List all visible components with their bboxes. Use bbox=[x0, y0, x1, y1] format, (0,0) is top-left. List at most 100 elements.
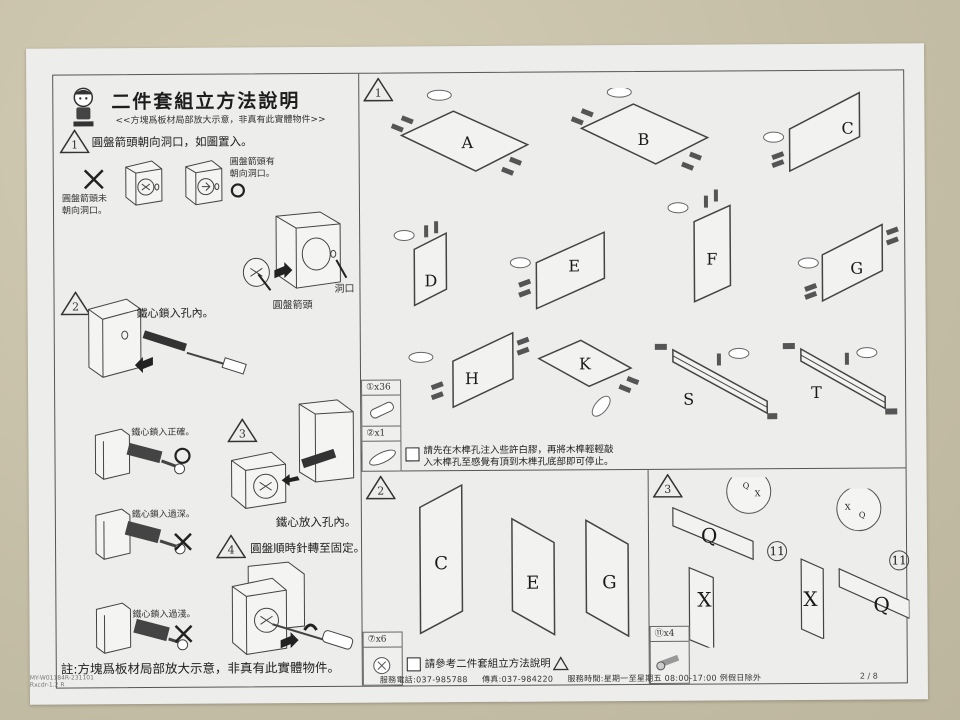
panel-2-badge: 2 bbox=[365, 475, 396, 500]
board-c bbox=[763, 91, 861, 173]
wrong-x-icon bbox=[174, 624, 193, 643]
hole-label: 洞口 bbox=[334, 283, 355, 295]
panel-g-upright bbox=[585, 519, 630, 638]
block-correct-illustration bbox=[185, 160, 223, 206]
screw-callout: 11 bbox=[889, 550, 910, 571]
service-phone: 服務電話:037-985788 bbox=[379, 675, 468, 685]
dowel-correct-illustration bbox=[94, 428, 186, 480]
camlock-tip-text: 請參考二件套組立方法說明 bbox=[424, 657, 551, 671]
dowel-icon bbox=[370, 401, 394, 419]
panel-e-upright bbox=[511, 517, 556, 636]
wrong-x-icon bbox=[174, 532, 192, 551]
disc-arrow-label: 圓盤箭頭 bbox=[272, 300, 313, 312]
screw-legend: ⑪x4 bbox=[649, 625, 690, 684]
cam-disc-illustration bbox=[242, 211, 348, 291]
board-g bbox=[797, 223, 899, 303]
sheet-frame: 二件套組立方法說明 <<方塊爲板材局部放大示意，非真有此實體物件>> 1 圓盤箭… bbox=[52, 69, 910, 689]
legend-screw-qty: ⑪x4 bbox=[650, 626, 689, 642]
bubble-label-x: X bbox=[844, 502, 851, 512]
service-footer: 服務電話:037-985788 傳真:037-984220 服務時間:星期一至星… bbox=[380, 672, 761, 685]
dowel-too-shallow-label: 鐵心鎖入過淺。 bbox=[132, 609, 196, 621]
dowel-insert-illustration bbox=[88, 298, 247, 378]
correct-o-icon bbox=[230, 183, 245, 198]
camlock-legend: ⑦x6 bbox=[362, 631, 403, 686]
board-b bbox=[570, 87, 710, 171]
bubble-label-x: X bbox=[754, 489, 761, 499]
step-1-dowel-panel: 1 A B C bbox=[359, 70, 906, 472]
correct-o-icon bbox=[174, 447, 191, 464]
rail-s bbox=[654, 343, 778, 420]
tip-icon bbox=[405, 447, 420, 462]
part-label-a: A bbox=[461, 133, 474, 153]
dowel-too-deep-illustration bbox=[95, 508, 186, 560]
page-title: 二件套組立方法說明 bbox=[111, 90, 301, 114]
dowel-correct-label: 鐵心鎖入正確。 bbox=[131, 427, 195, 439]
cam-tighten-illustration bbox=[231, 561, 354, 655]
part-label-x: X bbox=[803, 586, 818, 612]
tip-icon bbox=[406, 657, 421, 672]
legend-glue-qty: ②x1 bbox=[362, 425, 401, 442]
board-f bbox=[667, 189, 732, 303]
panel-3-badge: 3 bbox=[652, 473, 683, 498]
part-label-h: H bbox=[464, 368, 480, 389]
glue-bottle-icon bbox=[369, 449, 396, 466]
instruction-sheet: 二件套組立方法說明 <<方塊爲板材局部放大示意，非真有此實體物件>> 1 圓盤箭… bbox=[26, 43, 928, 705]
legend-dowel-qty: ①x36 bbox=[362, 380, 401, 396]
panel-1-badge: 1 bbox=[363, 77, 394, 102]
dowel-too-deep-label: 鐵心鎖入過深。 bbox=[131, 509, 195, 521]
correct-orientation-label: 圓盤箭頭有 朝向洞口。 bbox=[229, 157, 275, 180]
wrong-x-icon bbox=[83, 169, 104, 190]
part-label-k: K bbox=[578, 354, 591, 374]
part-label-x: X bbox=[697, 587, 712, 612]
step-4-text: 圓盤順時針轉至固定。 bbox=[250, 540, 366, 556]
part-label-d: D bbox=[424, 271, 438, 291]
bubble-label-q: Q bbox=[858, 510, 866, 520]
board-d bbox=[393, 221, 448, 307]
cam-insert-illustration bbox=[231, 399, 355, 509]
part-label-q: Q bbox=[700, 523, 718, 548]
wrong-orientation-label: 圓盤箭頭未 朝向洞口。 bbox=[61, 194, 108, 217]
part-label-f: F bbox=[706, 249, 718, 269]
screw-icon bbox=[656, 654, 680, 671]
dowel-tip-text: 請先在木榫孔注入些許白膠，再將木榫輕輕敲 入木榫孔至感覺有頂到木榫孔底部即可停止… bbox=[423, 444, 614, 469]
step-1-text: 圓盤箭頭朝向洞口，如圖置入。 bbox=[91, 134, 253, 150]
part-label-g: G bbox=[850, 258, 864, 278]
footnote: 註:方塊爲板材局部放大示意，非真有此實體物件。 bbox=[60, 659, 341, 677]
step-3-text: 鐵心放入孔內。 bbox=[275, 514, 357, 530]
part-label-e: E bbox=[568, 256, 581, 276]
step-1-badge: 1 bbox=[59, 129, 90, 154]
page-number: 2 / 8 bbox=[859, 671, 878, 681]
screw-callout: 11 bbox=[767, 541, 788, 562]
part-label-q: Q bbox=[873, 592, 890, 617]
q-x-joint-left bbox=[672, 477, 772, 648]
board-e bbox=[509, 231, 606, 310]
warning-triangle-icon bbox=[552, 656, 569, 671]
mascot-icon bbox=[73, 87, 94, 127]
part-label-b: B bbox=[637, 129, 650, 150]
step-3-screw-panel: 3 Q X Q X 11 X Q X Q 11 ⑪x4 bbox=[649, 468, 910, 684]
step-2-badge: 2 bbox=[60, 291, 91, 316]
panel-c-upright bbox=[419, 483, 464, 635]
block-wrong-illustration bbox=[125, 160, 163, 206]
hardware-legend: ①x36 ②x1 bbox=[361, 379, 402, 472]
legend-camlock-qty: ⑦x6 bbox=[363, 632, 402, 648]
cam-lock-icon bbox=[373, 657, 391, 675]
part-label-t: T bbox=[811, 382, 822, 402]
step-4-badge: 4 bbox=[215, 534, 247, 559]
rail-t bbox=[782, 343, 898, 415]
service-fax: 傳真:037-984220 bbox=[481, 674, 554, 684]
assembly-method-panel: 二件套組立方法說明 <<方塊爲板材局部放大示意，非真有此實體物件>> 1 圓盤箭… bbox=[53, 73, 366, 688]
step-2-camlock-panel: 2 C E G ⑦x6 請參考二件套組立方法說明 bbox=[361, 469, 650, 686]
board-k bbox=[537, 339, 640, 417]
part-label-g: G bbox=[602, 572, 617, 594]
part-label-c: C bbox=[434, 553, 449, 575]
q-x-joint-right bbox=[800, 488, 910, 640]
bubble-label-q: Q bbox=[742, 481, 750, 491]
board-h bbox=[408, 331, 530, 409]
board-a bbox=[390, 89, 530, 176]
part-label-s: S bbox=[683, 389, 695, 409]
part-label-c: C bbox=[841, 118, 854, 138]
dowel-too-shallow-illustration bbox=[95, 602, 189, 654]
part-label-e: E bbox=[526, 572, 540, 594]
